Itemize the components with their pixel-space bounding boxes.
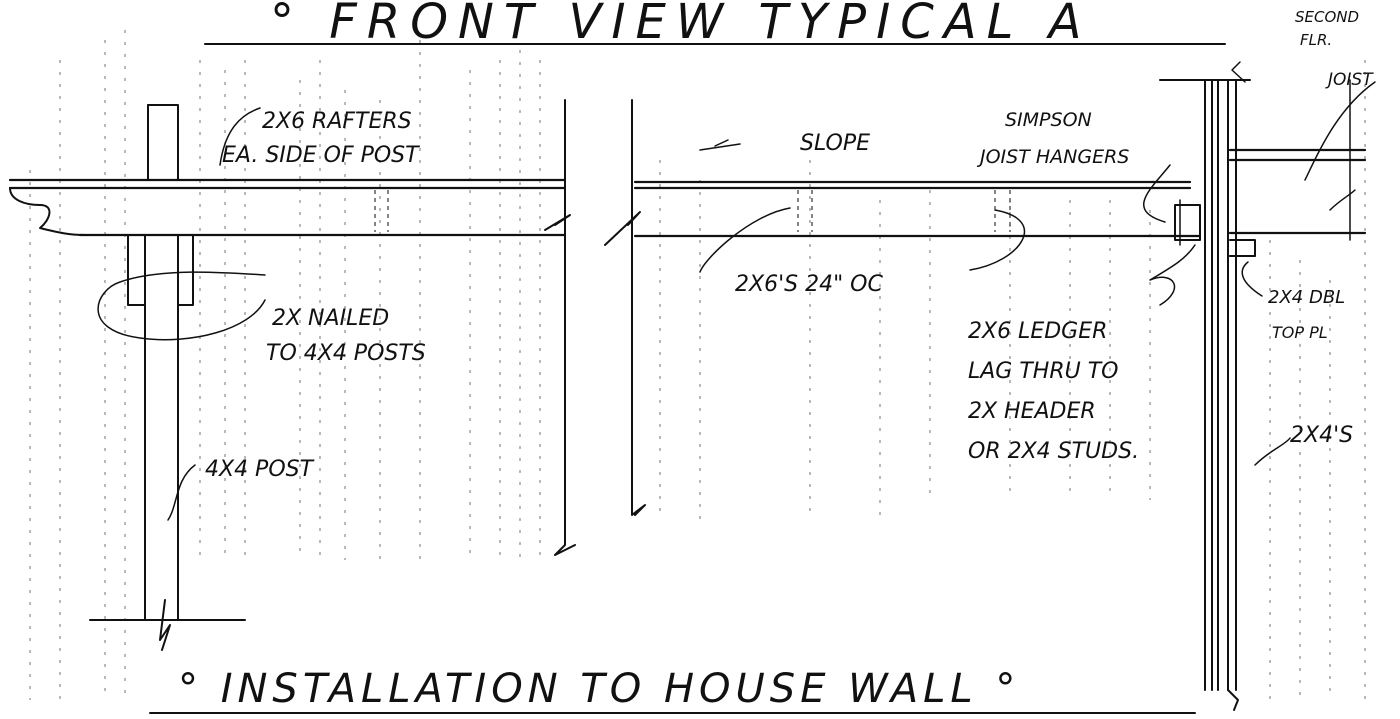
label-rafters-2: EA. SIDE OF POST (222, 143, 420, 168)
second-floor-joist (1228, 61, 1367, 257)
label-top-plate-2: TOP PL (1272, 323, 1328, 342)
label-slope: SLOPE (800, 131, 870, 156)
house-wall (1159, 79, 1251, 711)
label-nailed-2: TO 4X4 POSTS (266, 341, 426, 366)
nailer-blocks (127, 234, 194, 306)
title-bottom: ° INSTALLATION TO HOUSE WALL ° (178, 666, 1020, 712)
middle-post (554, 99, 646, 556)
label-post: 4X4 POST (205, 457, 315, 482)
label-nailed: 2X NAILED (272, 306, 389, 331)
break-mark-right (604, 211, 641, 246)
label-rafters: 2X6 RAFTERS (262, 109, 412, 134)
label-second-floor-3: JOIST (1325, 70, 1374, 90)
label-joist-hangers-2: JOIST HANGERS (976, 146, 1129, 168)
title-top: ° FRONT VIEW TYPICAL A (270, 0, 1091, 50)
label-ledger-2: LAG THRU TO (968, 359, 1118, 384)
label-ledger-3: 2X HEADER (968, 399, 1096, 424)
rafter-left (8, 178, 567, 237)
label-second-floor: SECOND (1295, 8, 1359, 26)
label-joist-hangers: SIMPSON (1005, 109, 1092, 131)
label-studs: 2X4'S (1290, 423, 1353, 448)
label-top-plate: 2X4 DBL (1268, 287, 1345, 308)
post-4x4 (89, 104, 246, 651)
label-spacing: 2X6'S 24" OC (735, 272, 883, 297)
joist-blocks (374, 190, 1011, 232)
break-mark-left (544, 214, 571, 231)
rafter-right (633, 180, 1202, 238)
label-ledger: 2X6 LEDGER (968, 319, 1107, 344)
dashed-grid (29, 30, 1366, 700)
label-second-floor-2: FLR. (1300, 31, 1332, 49)
leader-lines (97, 81, 1376, 521)
joist-hanger (1174, 199, 1201, 246)
label-ledger-4: OR 2X4 STUDS. (968, 439, 1139, 464)
